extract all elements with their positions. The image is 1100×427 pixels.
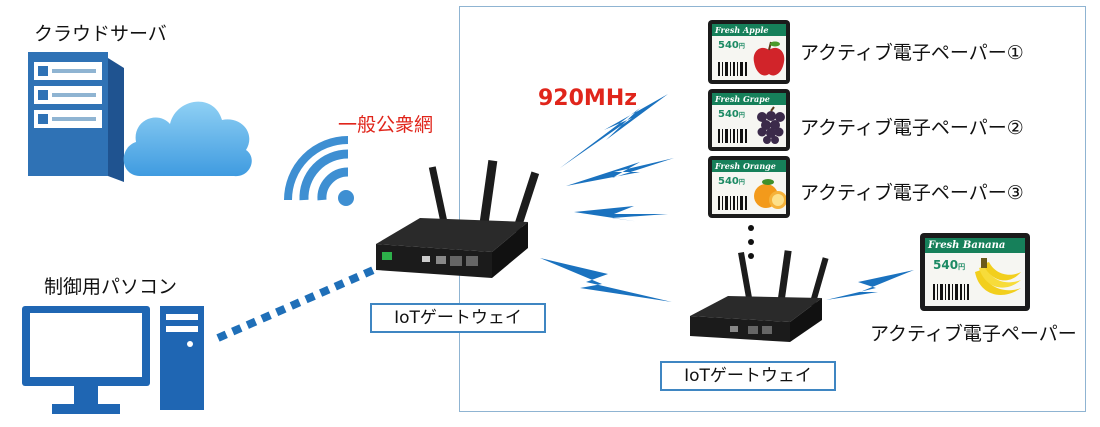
apple-icon xyxy=(753,41,785,76)
epaper-tag-orange: Fresh Orange 540円 xyxy=(708,156,790,218)
iot-gateway-sub-device xyxy=(690,250,829,342)
epaper-caption-1: アクティブ電子ペーパー① xyxy=(800,42,1024,64)
barcode-icon xyxy=(718,196,747,210)
cloud-icon xyxy=(123,101,252,177)
epaper-title: Fresh Apple xyxy=(712,24,786,36)
lightning-icon-5 xyxy=(826,270,914,300)
pc-tower-icon xyxy=(160,306,204,410)
epaper-tag-grape: Fresh Grape 540円 xyxy=(708,89,790,151)
barcode-icon xyxy=(718,129,747,143)
frequency-label: 920MHz xyxy=(538,86,638,111)
barcode-icon xyxy=(718,62,747,76)
more-devices-dots xyxy=(748,225,754,259)
lightning-icon-1 xyxy=(560,94,668,168)
banana-icon xyxy=(975,258,1021,295)
epaper-price: 540円 xyxy=(718,109,745,120)
public-network-label: 一般公衆網 xyxy=(338,114,434,136)
barcode-icon xyxy=(933,284,969,300)
cloud-server-label: クラウドサーバ xyxy=(34,23,167,45)
epaper-price: 540円 xyxy=(933,258,966,272)
epaper-title: Fresh Banana xyxy=(925,238,1025,253)
control-pc-label: 制御用パソコン xyxy=(44,276,178,298)
wireless-area-frame xyxy=(459,6,1086,412)
pc-monitor-icon xyxy=(22,306,150,414)
epaper-caption-3: アクティブ電子ペーパー③ xyxy=(800,182,1024,204)
epaper-caption-4: アクティブ電子ペーパー xyxy=(870,323,1077,345)
server-icon xyxy=(28,52,124,182)
iot-gateway-main-device xyxy=(376,160,540,278)
epaper-price: 540円 xyxy=(718,40,745,51)
epaper-tag-banana: Fresh Banana 540円 xyxy=(920,233,1030,311)
epaper-tag-apple: Fresh Apple 540円 xyxy=(708,20,790,84)
iot-gateway-main-label: IoTゲートウェイ xyxy=(370,303,546,333)
lightning-icon-2 xyxy=(566,158,674,186)
epaper-title: Fresh Orange xyxy=(712,160,786,172)
epaper-title: Fresh Grape xyxy=(712,93,786,105)
lightning-icon-4 xyxy=(540,258,672,302)
wifi-icon xyxy=(284,136,354,206)
epaper-caption-2: アクティブ電子ペーパー② xyxy=(800,117,1024,139)
epaper-price: 540円 xyxy=(718,176,745,187)
orange-icon xyxy=(754,179,786,209)
grape-icon xyxy=(757,106,785,144)
lightning-icon-3 xyxy=(574,206,668,222)
iot-gateway-sub-label: IoTゲートウェイ xyxy=(660,361,836,391)
